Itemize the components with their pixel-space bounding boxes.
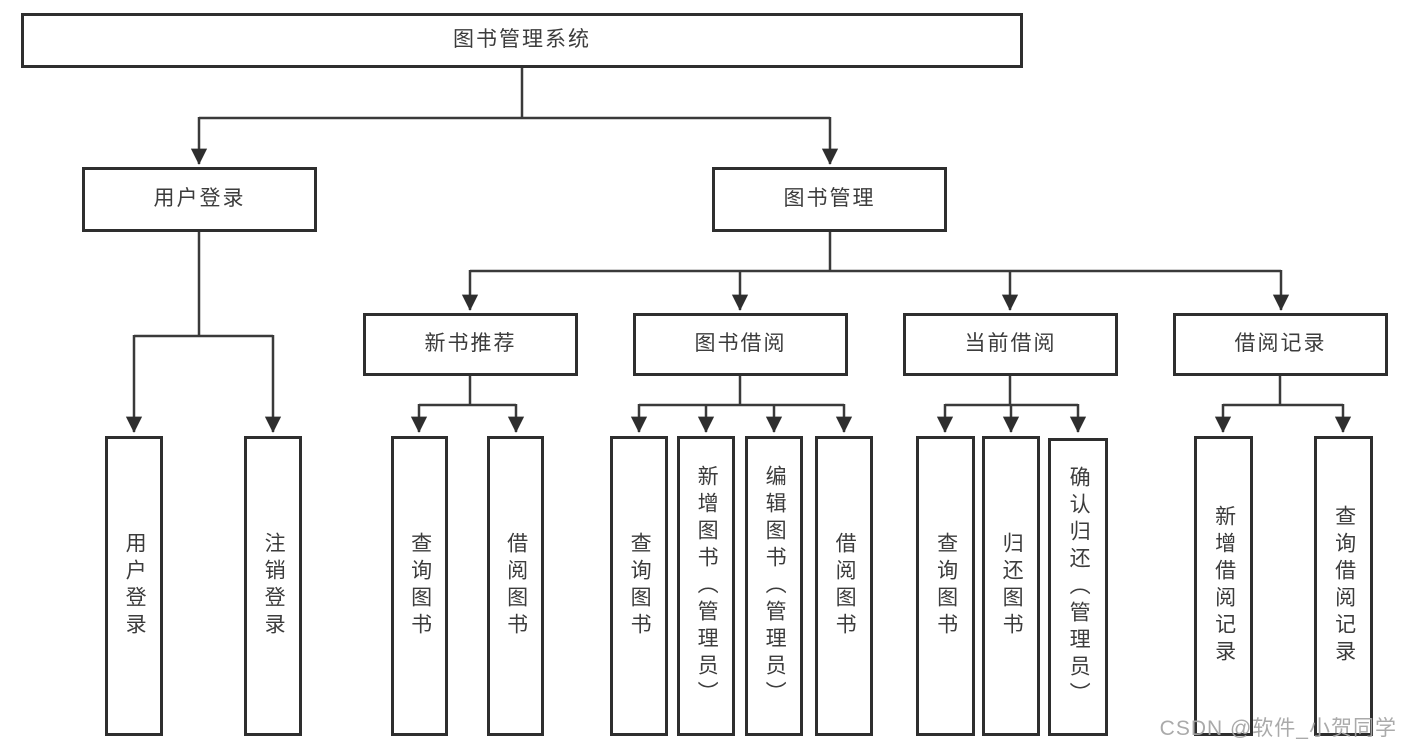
connector-newbookrec-to-leaves	[410, 376, 525, 433]
leaf-add-book-admin: 新增图书（管理员）	[677, 436, 735, 736]
leaf-query-book-current: 查询图书	[916, 436, 975, 736]
leaf-logout: 注销登录	[244, 436, 302, 736]
connector-root-to-level2	[190, 68, 839, 165]
connector-bookborrow-to-leaves	[630, 376, 853, 433]
node-book-mgmt: 图书管理	[712, 167, 947, 232]
node-user-login: 用户登录	[82, 167, 317, 232]
leaf-borrow-book-rec: 借阅图书	[487, 436, 544, 736]
connector-userlogin-to-leaves	[125, 232, 282, 433]
leaf-add-borrow-record: 新增借阅记录	[1194, 436, 1253, 736]
leaf-query-book-borrow: 查询图书	[610, 436, 668, 736]
node-book-borrow: 图书借阅	[633, 313, 848, 376]
watermark: CSDN @软件_小贺同学	[1159, 717, 1397, 740]
node-new-book-rec: 新书推荐	[363, 313, 578, 376]
node-current-borrow: 当前借阅	[903, 313, 1118, 376]
connector-bookmgmt-to-level3	[461, 232, 1290, 311]
connector-currentborrow-to-leaves	[936, 376, 1087, 433]
leaf-return-book: 归还图书	[982, 436, 1040, 736]
connector-borrowrecord-to-leaves	[1214, 376, 1352, 433]
node-root: 图书管理系统	[21, 13, 1023, 68]
leaf-borrow-book-borrow: 借阅图书	[815, 436, 873, 736]
leaf-edit-book-admin: 编辑图书（管理员）	[745, 436, 803, 736]
leaf-confirm-return-admin: 确认归还（管理员）	[1048, 438, 1108, 736]
leaf-user-login: 用户登录	[105, 436, 163, 736]
leaf-query-book-rec: 查询图书	[391, 436, 448, 736]
node-borrow-record: 借阅记录	[1173, 313, 1388, 376]
leaf-query-borrow-record: 查询借阅记录	[1314, 436, 1373, 736]
